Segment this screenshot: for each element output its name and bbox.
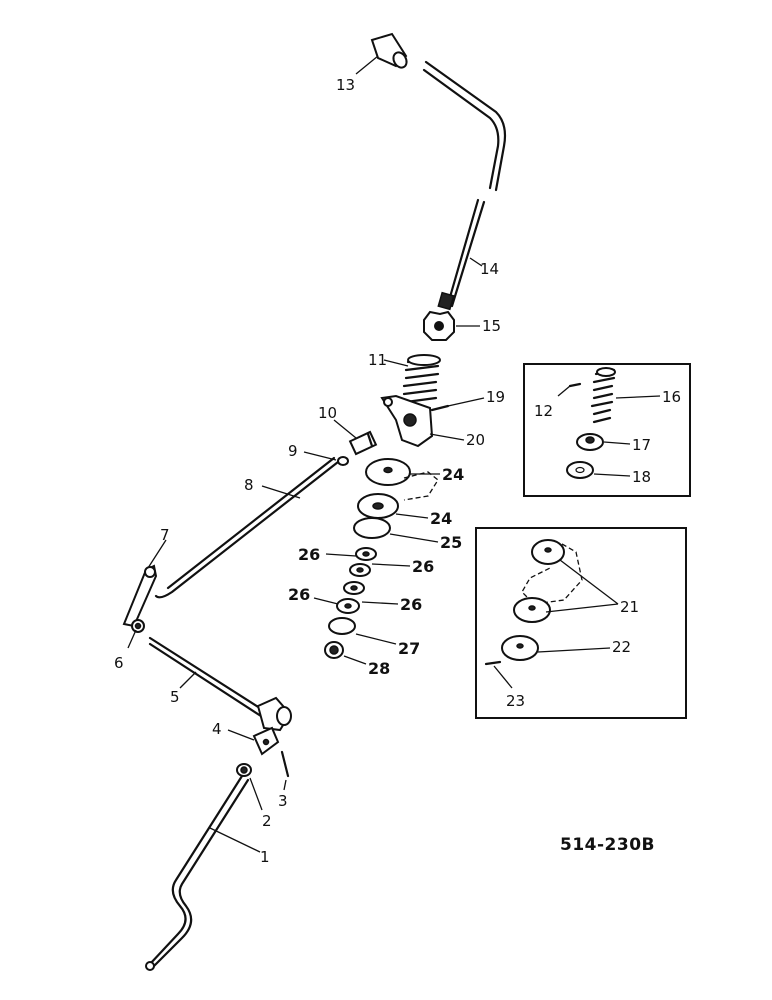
callout-12: 12	[534, 402, 553, 420]
callout-8: 8	[244, 476, 254, 494]
part-13-knob	[370, 32, 408, 69]
part-16-spring	[590, 367, 616, 424]
callout-25: 25	[440, 533, 462, 552]
callout-10: 10	[318, 404, 337, 422]
part-15-nut	[423, 310, 455, 341]
part-7-lever	[122, 564, 158, 633]
callout-20: 20	[466, 431, 485, 449]
part-10-clevis	[348, 430, 378, 456]
callout-18: 18	[632, 468, 651, 486]
part-3-pin	[280, 750, 290, 778]
part-20-bracket	[380, 394, 434, 448]
part-25-disc	[353, 517, 391, 539]
callout-5: 5	[170, 688, 180, 706]
part-28-nut	[324, 641, 344, 659]
callout-22: 22	[612, 638, 631, 656]
part-27-washer	[328, 617, 356, 635]
callout-13: 13	[336, 76, 355, 94]
part-12-pin	[568, 382, 582, 388]
callout-23: 23	[506, 692, 525, 710]
callout-15: 15	[482, 317, 501, 335]
callout-19: 19	[486, 388, 505, 406]
callout-1: 1	[260, 848, 270, 866]
callout-6: 6	[114, 654, 124, 672]
inset-box-upper	[523, 363, 691, 497]
callout-3: 3	[278, 792, 288, 810]
part-18-washer	[566, 461, 594, 479]
part-1-lower-rod	[145, 774, 250, 971]
part-2-nut	[236, 763, 252, 777]
callout-27: 27	[398, 639, 420, 658]
figure-id: 514-230B	[560, 835, 655, 855]
part-24-cams	[357, 458, 439, 519]
callout-24b: 24	[430, 509, 452, 528]
callout-26c: 26	[288, 585, 310, 604]
callout-26b: 26	[412, 557, 434, 576]
callout-7: 7	[160, 526, 170, 544]
callout-26d: 26	[400, 595, 422, 614]
inset-box-lower	[475, 527, 687, 719]
part-5-cross-shaft	[148, 636, 292, 732]
callout-16: 16	[662, 388, 681, 406]
part-14-upper-rod	[422, 60, 507, 311]
callout-17: 17	[632, 436, 651, 454]
callout-14: 14	[480, 260, 499, 278]
part-8-rod	[154, 456, 340, 599]
part-9-nut	[337, 456, 349, 466]
callout-11: 11	[368, 351, 387, 369]
callout-28: 28	[368, 659, 390, 678]
callout-2: 2	[262, 812, 272, 830]
part-4-bracket	[252, 726, 280, 756]
part-26-washers	[336, 547, 377, 614]
part-11-spring	[402, 354, 441, 404]
callout-24a: 24	[442, 465, 464, 484]
callout-9: 9	[288, 442, 298, 460]
callout-4: 4	[212, 720, 222, 738]
callout-26a: 26	[298, 545, 320, 564]
callout-21: 21	[620, 598, 639, 616]
